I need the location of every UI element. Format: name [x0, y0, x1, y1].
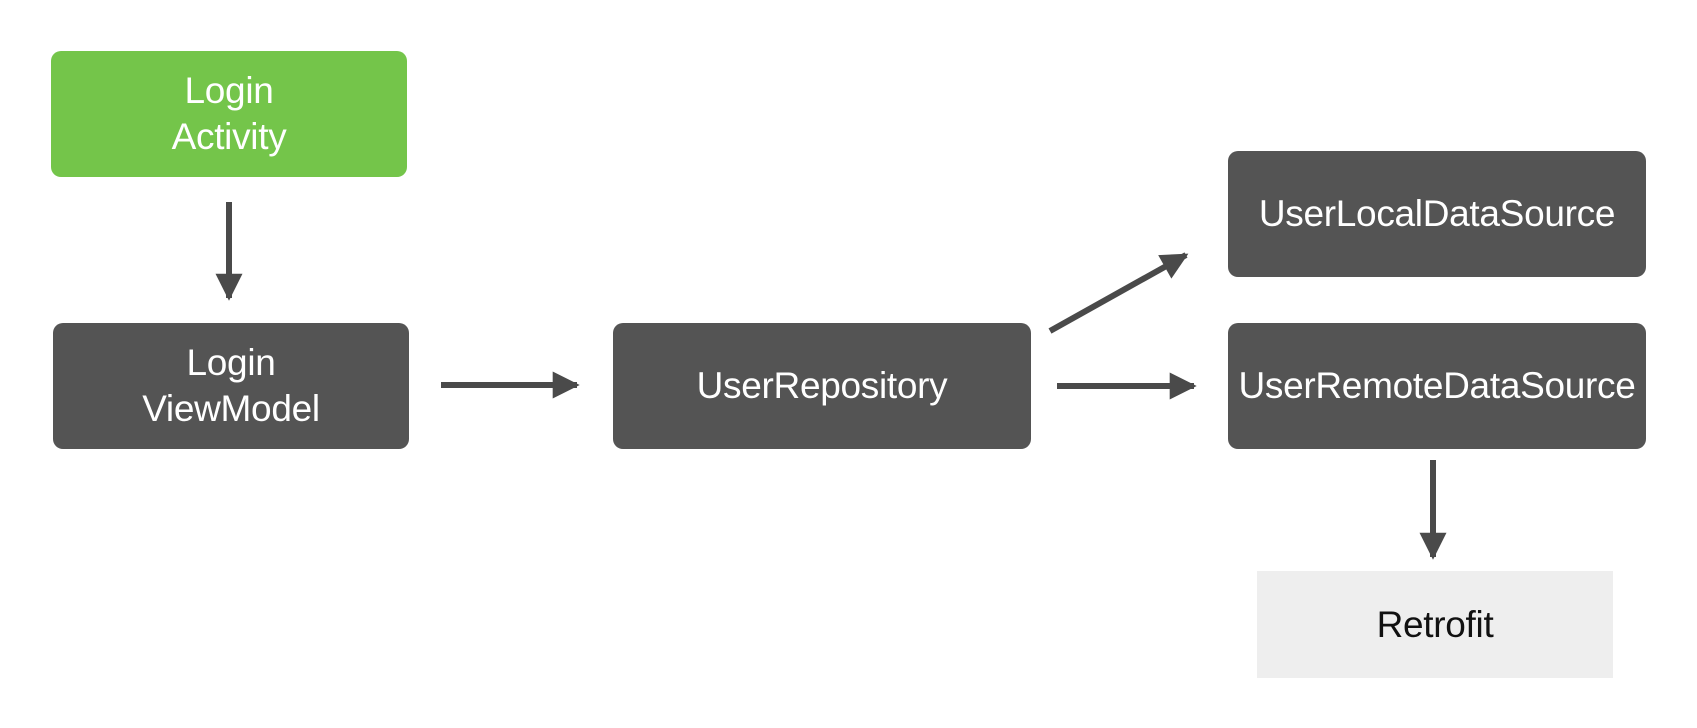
user-repository-node: UserRepository: [613, 323, 1031, 449]
login-viewmodel-line2: ViewModel: [142, 388, 320, 429]
user-local-data-source-label: UserLocalDataSource: [1258, 193, 1616, 234]
user-local-data-source-node: UserLocalDataSource: [1228, 151, 1646, 277]
user-remote-data-source-node: UserRemoteDataSource: [1228, 323, 1646, 449]
login-viewmodel-node: Login ViewModel: [53, 323, 409, 449]
login-activity-node: Login Activity: [51, 51, 407, 177]
login-activity-line2: Activity: [171, 116, 287, 157]
retrofit-node: Retrofit: [1257, 571, 1613, 678]
arrow-repository-to-local: [1048, 252, 1189, 334]
login-activity-line1: Login: [184, 70, 274, 111]
retrofit-label: Retrofit: [1376, 603, 1494, 645]
user-repository-label: UserRepository: [696, 365, 948, 406]
user-remote-data-source-label: UserRemoteDataSource: [1238, 365, 1636, 406]
login-viewmodel-line1: Login: [186, 342, 276, 383]
